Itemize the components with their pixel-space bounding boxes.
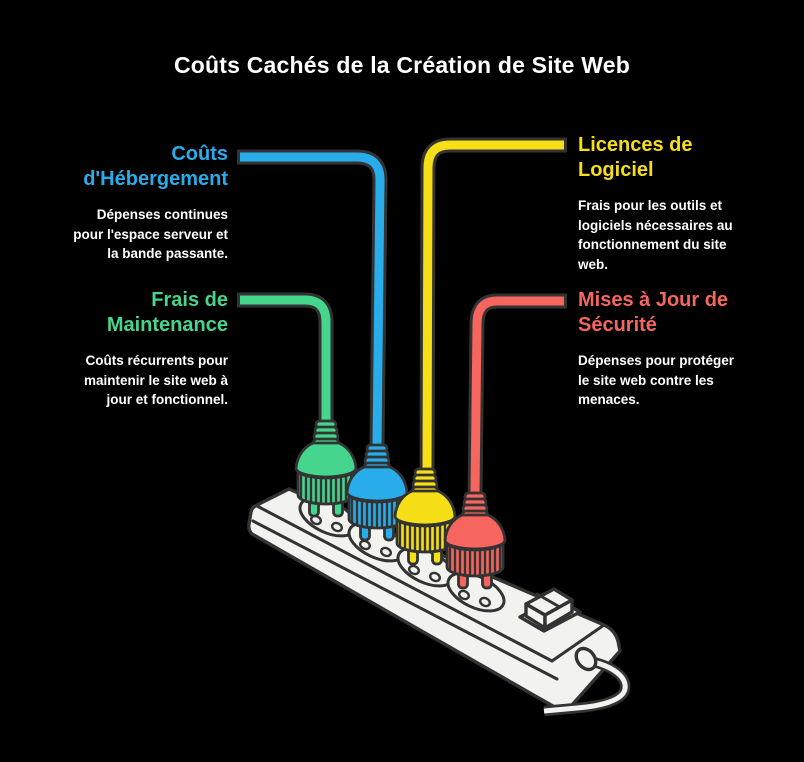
section-description-security: Dépenses pour protéger le site web contr… [578, 353, 735, 407]
cord-grommet [574, 646, 598, 672]
power-strip-top-edge [255, 504, 554, 663]
power-strip [247, 487, 631, 717]
power-cord [543, 655, 631, 717]
section-heading-security: Mises à Jour de Sécurité [578, 289, 729, 336]
section-block-maintenance: Frais de Maintenance Coûts récurrents po… [40, 288, 228, 410]
section-block-security: Mises à Jour de Sécurité Dépenses pour p… [578, 288, 768, 410]
cable-security [467, 293, 567, 496]
infographic-title: Coûts Cachés de la Création de Site Web [174, 52, 630, 78]
section-heading-maintenance: Frais de Maintenance [106, 289, 228, 336]
power-strip-side-seam [251, 519, 559, 681]
section-heading-software: Licences de Logiciel [578, 134, 693, 181]
power-switch [518, 587, 582, 633]
cable-hosting [237, 149, 388, 448]
cable-software [419, 137, 567, 472]
section-description-maintenance: Coûts récurrents pour maintenir le site … [83, 353, 228, 407]
section-description-hosting: Dépenses continues pour l'espace serveur… [73, 207, 228, 261]
section-description-software: Frais pour les outils et logiciels néces… [578, 198, 733, 272]
plug-maintenance [294, 419, 358, 518]
section-heading-hosting: Coûts d'Hébergement [83, 143, 228, 190]
power-strip-end-fold [550, 623, 606, 663]
cable-maintenance [237, 292, 334, 423]
section-block-software: Licences de Logiciel Frais pour les outi… [578, 133, 768, 274]
section-block-hosting: Coûts d'Hébergement Dépenses continues p… [40, 142, 228, 264]
